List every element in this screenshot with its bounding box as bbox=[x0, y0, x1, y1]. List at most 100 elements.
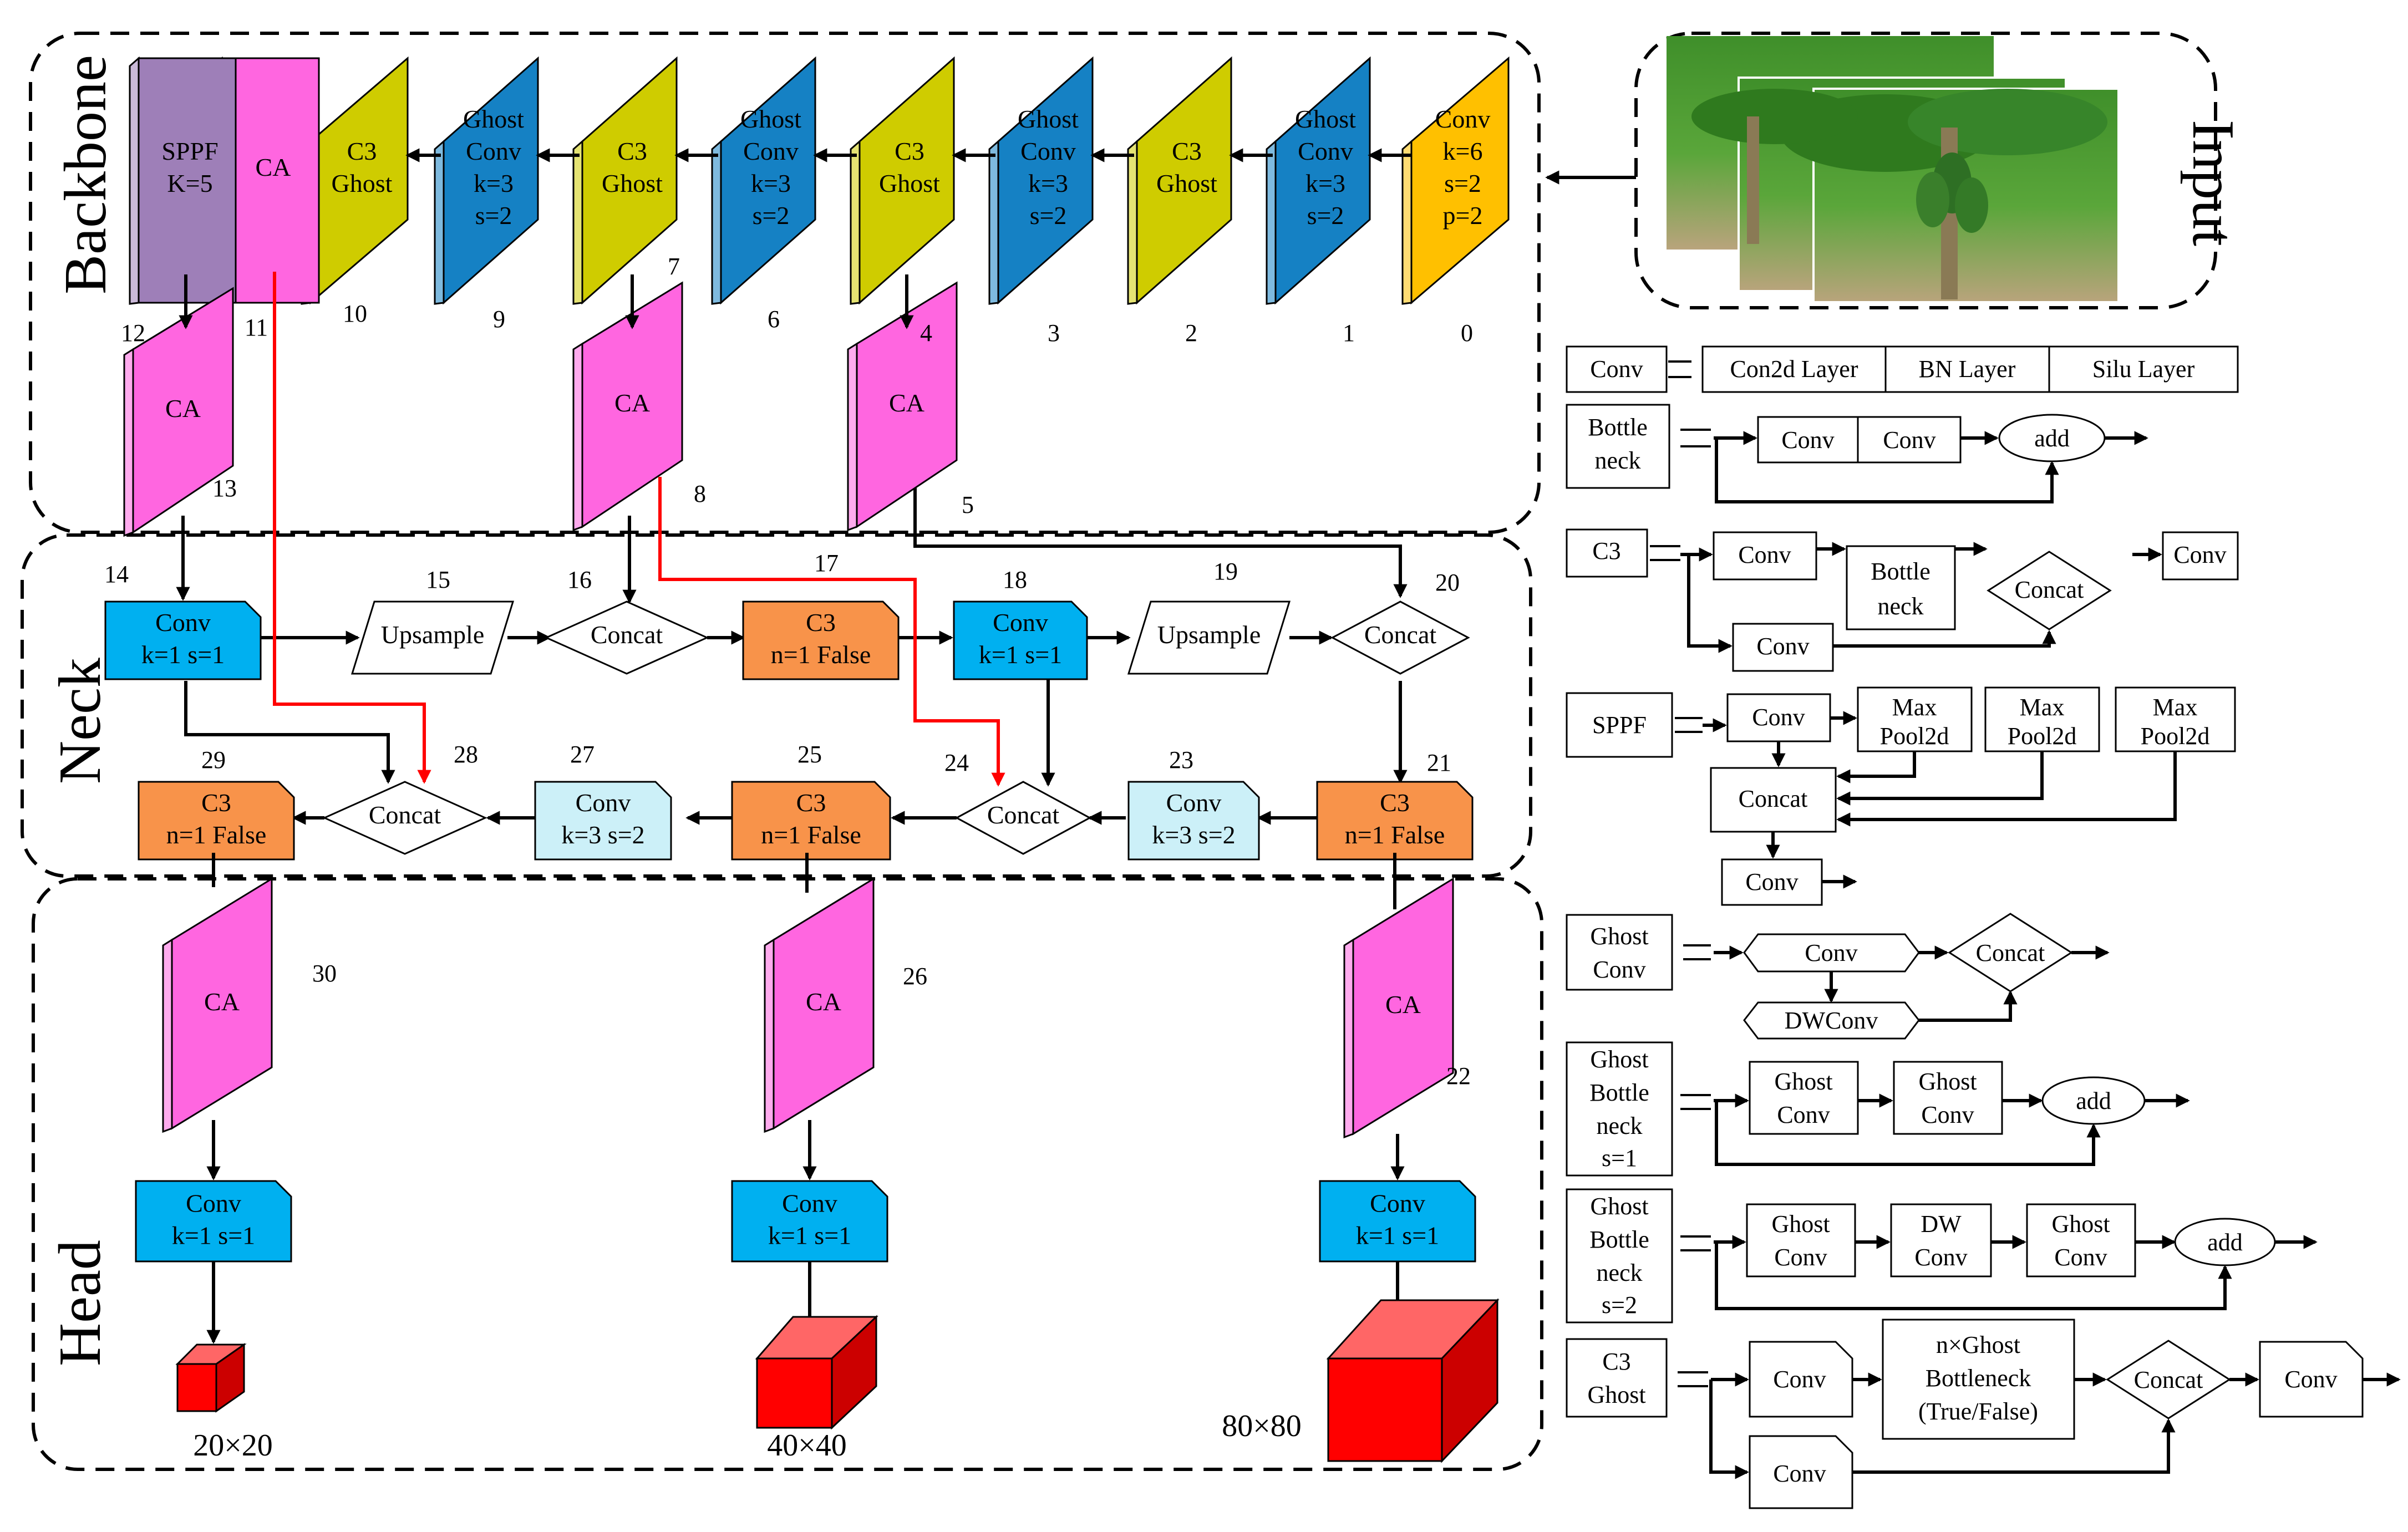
backbone-block-4-line-2: Ghost bbox=[879, 169, 940, 197]
output-cube-80 bbox=[1326, 1298, 1500, 1463]
backbone-block-6-line-3: k=3 bbox=[751, 169, 791, 197]
head-conv-1-line-2: k=1 s=1 bbox=[172, 1221, 255, 1250]
legend-gbs1-name-2: Bottle bbox=[1589, 1079, 1649, 1106]
backbone-blocks: Convk=6s=2p=2GhostConvk=3s=2C3GhostGhost… bbox=[129, 56, 1510, 305]
backbone-block-2-line-2: Ghost bbox=[1156, 169, 1217, 197]
legend-ghostconv-name-1: Ghost bbox=[1590, 923, 1648, 950]
legend-c3ghost-mid-3: (True/False) bbox=[1918, 1398, 2038, 1425]
neck-block-18-shape bbox=[953, 600, 1088, 680]
svg-text:17: 17 bbox=[814, 549, 839, 577]
neck-block-21-line-2: n=1 False bbox=[1345, 821, 1445, 849]
legend-gbs1-a-2: Conv bbox=[1777, 1101, 1830, 1128]
legend-gbs2-name-3: neck bbox=[1596, 1259, 1642, 1286]
backbone-block-6-line-4: s=2 bbox=[753, 201, 790, 230]
legend-c3-name: C3 bbox=[1592, 537, 1620, 564]
neck-block-19: Upsample bbox=[1127, 600, 1291, 675]
legend-gbs1-add: add bbox=[2076, 1087, 2111, 1114]
neck-block-23-line-2: k=3 s=2 bbox=[1152, 821, 1235, 849]
neck-block-16-shape bbox=[544, 600, 709, 675]
svg-text:1: 1 bbox=[1343, 319, 1355, 347]
svg-text:21: 21 bbox=[1427, 749, 1451, 776]
svg-text:15: 15 bbox=[426, 566, 450, 593]
neck-block-20: Concat bbox=[1330, 600, 1470, 675]
backbone-ca-13-label: CA bbox=[165, 394, 201, 423]
svg-text:24: 24 bbox=[944, 749, 969, 776]
legend-c3ghost-out-conv: Conv bbox=[2284, 1366, 2337, 1393]
output-cube-40 bbox=[755, 1315, 878, 1430]
backbone-region bbox=[29, 32, 1541, 534]
legend-c3-bottleneck-2: neck bbox=[1877, 593, 1923, 620]
backbone-block-3-line-4: s=2 bbox=[1030, 201, 1067, 230]
backbone-block-7-line-2: Ghost bbox=[602, 169, 663, 197]
neck-block-29-line-1: C3 bbox=[201, 788, 231, 817]
backbone-block-3-line-2: Conv bbox=[1020, 137, 1076, 165]
neck-block-15-shape bbox=[350, 600, 515, 675]
legend-gbs2-name-1: Ghost bbox=[1590, 1193, 1648, 1220]
legend-gbs1-name-1: Ghost bbox=[1590, 1046, 1648, 1073]
backbone-block-9-line-2: Conv bbox=[466, 137, 521, 165]
legend-sppf-out-conv: Conv bbox=[1745, 868, 1798, 895]
neck-block-14-line-2: k=1 s=1 bbox=[141, 640, 225, 669]
neck-block-28-shape bbox=[322, 781, 487, 855]
legend-bottleneck-name-1: Bottle bbox=[1588, 414, 1648, 441]
head-conv-2-line-2: k=1 s=1 bbox=[768, 1221, 851, 1250]
backbone-label: Backbone bbox=[53, 55, 119, 294]
legend-gbs2-b-1: Ghost bbox=[2051, 1210, 2110, 1238]
legend-conv-part-3: Silu Layer bbox=[2092, 355, 2195, 383]
neck-block-18: Conv k=1 s=1 bbox=[953, 600, 1088, 680]
head-region bbox=[32, 877, 1543, 1471]
svg-text:4: 4 bbox=[920, 319, 932, 347]
legend-bottleneck-name-2: neck bbox=[1594, 447, 1640, 474]
neck-block-23-shape bbox=[1127, 781, 1260, 861]
backbone-ca-5: CA bbox=[847, 281, 958, 532]
legend-gbs2-b-2: Conv bbox=[2054, 1244, 2107, 1271]
neck-block-27-line-1: Conv bbox=[576, 788, 631, 817]
legend-gbs2-dw-2: Conv bbox=[1914, 1244, 1967, 1271]
neck-block-20-line-1: Concat bbox=[1364, 620, 1437, 649]
legend-gbs2-dw-1: DW bbox=[1921, 1210, 1962, 1238]
neck-block-23-line-1: Conv bbox=[1166, 788, 1222, 817]
legend-gbs1-b-1: Ghost bbox=[1918, 1068, 1977, 1095]
svg-text:5: 5 bbox=[962, 491, 974, 518]
legend-gbs2-a-2: Conv bbox=[1774, 1244, 1827, 1271]
backbone-block-2-line-1: C3 bbox=[1172, 137, 1202, 165]
output-label-40: 40×40 bbox=[767, 1428, 847, 1463]
output-label-80: 80×80 bbox=[1222, 1409, 1302, 1443]
neck-block-15-line-1: Upsample bbox=[381, 620, 485, 649]
legend-ghostconv-dwconv: DWConv bbox=[1785, 1007, 1878, 1034]
backbone-block-9-line-3: k=3 bbox=[474, 169, 514, 197]
neck-block-18-line-1: Conv bbox=[993, 608, 1048, 637]
backbone-layer-numbers: 0 1 2 3 4 5 6 7 8 9 10 11 12 13 bbox=[121, 253, 1473, 518]
legend-c3ghost-mid-2: Bottleneck bbox=[1926, 1365, 2031, 1392]
neck-block-29: C3n=1 False bbox=[138, 781, 295, 861]
legend-c3-out-conv: Conv bbox=[2173, 541, 2226, 568]
head-conv-2-line-1: Conv bbox=[782, 1189, 837, 1218]
svg-text:7: 7 bbox=[668, 253, 680, 280]
legend-conv-part-2: BN Layer bbox=[1919, 355, 2016, 383]
backbone-block-4-line-1: C3 bbox=[895, 137, 924, 165]
neck-block-25-line-2: n=1 False bbox=[761, 821, 861, 849]
neck-block-25-line-1: C3 bbox=[796, 788, 826, 817]
svg-text:23: 23 bbox=[1169, 746, 1193, 773]
svg-text:30: 30 bbox=[312, 960, 337, 987]
legend-gbs2-a-1: Ghost bbox=[1771, 1210, 1830, 1238]
neck-block-16-line-1: Concat bbox=[591, 620, 663, 649]
backbone-block-7-line-1: C3 bbox=[617, 137, 647, 165]
svg-text:25: 25 bbox=[797, 741, 822, 768]
legend-ghostconv-name-2: Conv bbox=[1593, 956, 1645, 983]
legend-gbs2-add: add bbox=[2207, 1229, 2243, 1256]
neck-connections bbox=[176, 272, 1408, 825]
neck-block-18-line-2: k=1 s=1 bbox=[979, 640, 1062, 669]
backbone-block-1-line-1: Ghost bbox=[1295, 105, 1356, 133]
legend-c3ghost-conv-b: Conv bbox=[1773, 1460, 1826, 1487]
legend-sppf-concat: Concat bbox=[1739, 785, 1808, 812]
